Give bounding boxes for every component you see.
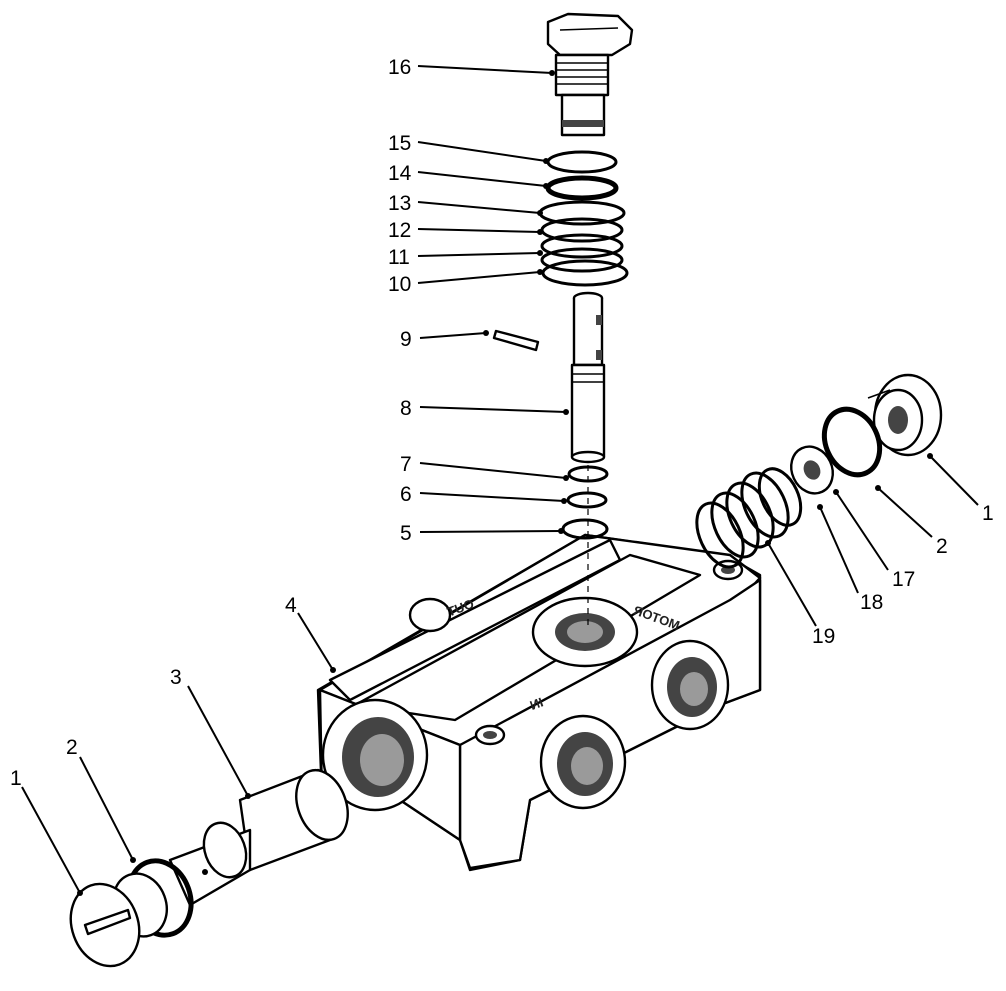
spring-coil-12b — [540, 233, 624, 259]
callout-15: 15 — [388, 132, 411, 155]
callout-12: 12 — [388, 219, 411, 242]
callout-4: 4 — [285, 594, 297, 617]
o-ring-right-2 — [821, 406, 883, 478]
engraving-in: IN — [528, 695, 545, 714]
o-ring-7 — [567, 465, 609, 483]
leader-lines — [21, 65, 979, 896]
callout-19: 19 — [812, 625, 835, 648]
relief-cartridge-part-3 — [168, 768, 349, 907]
callout-14: 14 — [388, 162, 412, 185]
plug-part-16 — [546, 12, 634, 137]
callout-11: 11 — [388, 246, 410, 269]
spring-11 — [540, 247, 624, 273]
callout-16: 16 — [388, 56, 411, 79]
o-ring-14 — [545, 175, 619, 201]
callout-6: 6 — [400, 483, 412, 506]
valve-body: OUT MOTOR IN — [316, 533, 762, 872]
callout-labels: 16 15 14 13 12 11 10 9 8 7 6 5 4 3 2 1 1… — [10, 56, 994, 790]
spring-part-19 — [695, 467, 803, 569]
callout-13: 13 — [388, 192, 411, 215]
callout-5: 5 — [400, 522, 412, 545]
poppet-part-17 — [790, 445, 834, 495]
callout-2-right: 2 — [936, 535, 948, 558]
callout-8: 8 — [400, 397, 412, 420]
callout-1-right: 1 — [982, 502, 994, 525]
o-ring-15 — [546, 150, 618, 174]
callout-3: 3 — [170, 666, 182, 689]
washer-10 — [541, 259, 629, 287]
pin-part-9 — [492, 329, 540, 352]
callout-17: 17 — [892, 568, 915, 591]
callout-7: 7 — [400, 453, 412, 476]
callout-9: 9 — [400, 328, 412, 351]
callout-18: 18 — [860, 591, 883, 614]
left-plug-part-1 — [69, 872, 168, 968]
spool-part-8 — [570, 291, 606, 464]
callout-1-left: 1 — [10, 767, 22, 790]
callout-10: 10 — [388, 273, 411, 296]
backup-ring-13 — [538, 200, 626, 226]
right-plug-part-1 — [867, 373, 943, 457]
o-ring-6 — [566, 491, 608, 509]
callout-2-left: 2 — [66, 736, 78, 759]
